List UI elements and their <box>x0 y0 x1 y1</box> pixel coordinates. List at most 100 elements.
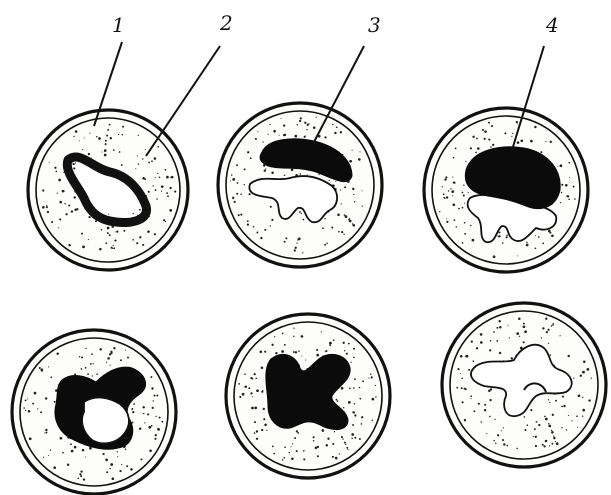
stipple-dot <box>112 226 114 228</box>
stipple-dot <box>263 418 265 420</box>
stipple-dot <box>294 135 297 138</box>
stipple-dot <box>496 340 498 342</box>
stipple-dot <box>349 160 352 163</box>
stipple-dot <box>361 416 363 418</box>
stipple-dot <box>452 203 455 206</box>
stipple-dot <box>264 229 266 231</box>
stipple-dot <box>471 340 473 342</box>
stipple-dot <box>476 138 478 140</box>
stipple-dot <box>347 449 348 450</box>
stipple-dot <box>169 209 172 212</box>
stipple-dot <box>282 459 284 461</box>
stipple-dot <box>248 387 250 389</box>
stipple-dot <box>298 238 301 241</box>
stipple-dot <box>464 388 466 390</box>
stipple-dot <box>151 425 153 427</box>
stipple-dot <box>553 436 554 437</box>
stipple-dot <box>64 203 65 204</box>
stipple-dot <box>114 240 116 242</box>
stipple-dot <box>503 443 505 445</box>
stipple-dot <box>313 440 315 442</box>
stipple-dot <box>96 136 97 137</box>
stipple-dot <box>297 124 298 125</box>
stipple-dot <box>516 448 518 450</box>
stipple-dot <box>88 239 89 240</box>
stipple-dot <box>345 444 346 445</box>
stipple-dot <box>264 169 266 171</box>
stipple-dot <box>126 465 128 467</box>
stipple-dot <box>110 463 113 466</box>
stipple-dot <box>122 134 124 136</box>
stipple-dot <box>161 421 163 423</box>
cell-e <box>226 314 390 478</box>
stipple-dot <box>503 427 504 428</box>
stipple-dot <box>89 133 90 134</box>
stipple-dot <box>74 196 76 198</box>
stipple-dot <box>25 410 26 411</box>
stipple-dot <box>547 329 549 331</box>
stipple-dot <box>25 400 27 402</box>
stipple-dot <box>516 332 519 335</box>
stipple-dot <box>591 377 592 378</box>
stipple-dot <box>110 137 112 139</box>
stipple-dot <box>130 468 133 471</box>
stipple-dot <box>332 443 334 445</box>
stipple-dot <box>142 244 144 246</box>
stipple-dot <box>344 350 345 351</box>
stipple-dot <box>51 221 53 223</box>
stipple-dot <box>62 452 64 454</box>
stipple-dot <box>59 201 62 204</box>
stipple-dot <box>526 424 528 426</box>
stipple-dot <box>439 211 440 212</box>
stipple-dot <box>470 395 472 397</box>
stipple-dot <box>148 162 150 164</box>
stipple-dot <box>548 423 550 425</box>
stipple-dot <box>152 407 154 409</box>
stipple-dot <box>329 342 332 345</box>
stipple-dot <box>54 167 56 169</box>
stipple-dot <box>91 353 93 355</box>
stipple-dot <box>340 131 342 133</box>
stipple-dot <box>354 378 356 380</box>
stipple-dot <box>101 151 102 152</box>
stipple-dot <box>322 227 324 229</box>
stipple-dot <box>444 178 446 180</box>
stipple-dot <box>563 405 565 407</box>
stipple-dot <box>556 442 559 445</box>
stipple-dot <box>453 157 455 159</box>
stipple-dot <box>313 436 315 438</box>
stipple-dot <box>107 358 108 359</box>
stipple-dot <box>256 389 259 392</box>
stipple-dot <box>254 432 256 434</box>
stipple-dot <box>300 117 302 119</box>
stipple-dot <box>561 427 562 428</box>
stipple-dot <box>240 214 242 216</box>
stipple-dot <box>545 418 548 421</box>
stipple-dot <box>71 210 73 212</box>
stipple-dot <box>499 352 501 354</box>
stipple-dot <box>247 220 249 222</box>
stipple-dot <box>448 190 449 191</box>
stipple-dot <box>337 213 340 216</box>
stipple-dot <box>165 169 167 171</box>
stipple-dot <box>88 153 90 155</box>
stipple-dot <box>545 141 546 142</box>
stipple-dot <box>352 150 353 151</box>
stipple-dot <box>65 213 67 215</box>
stipple-dot <box>324 136 326 138</box>
stipple-dot <box>157 173 158 174</box>
stipple-dot <box>550 141 552 143</box>
stipple-dot <box>294 249 296 251</box>
stipple-dot <box>498 320 500 322</box>
stipple-dot <box>336 126 338 128</box>
stipple-dot <box>299 211 301 213</box>
stipple-dot <box>524 416 526 418</box>
stipple-dot <box>354 412 355 413</box>
stipple-dot <box>543 445 545 447</box>
stipple-dot <box>341 203 342 204</box>
stipple-dot <box>545 318 547 320</box>
stipple-dot <box>353 194 354 195</box>
stipple-dot <box>542 444 544 446</box>
stipple-dot <box>551 430 552 431</box>
stipple-dot <box>111 247 113 249</box>
